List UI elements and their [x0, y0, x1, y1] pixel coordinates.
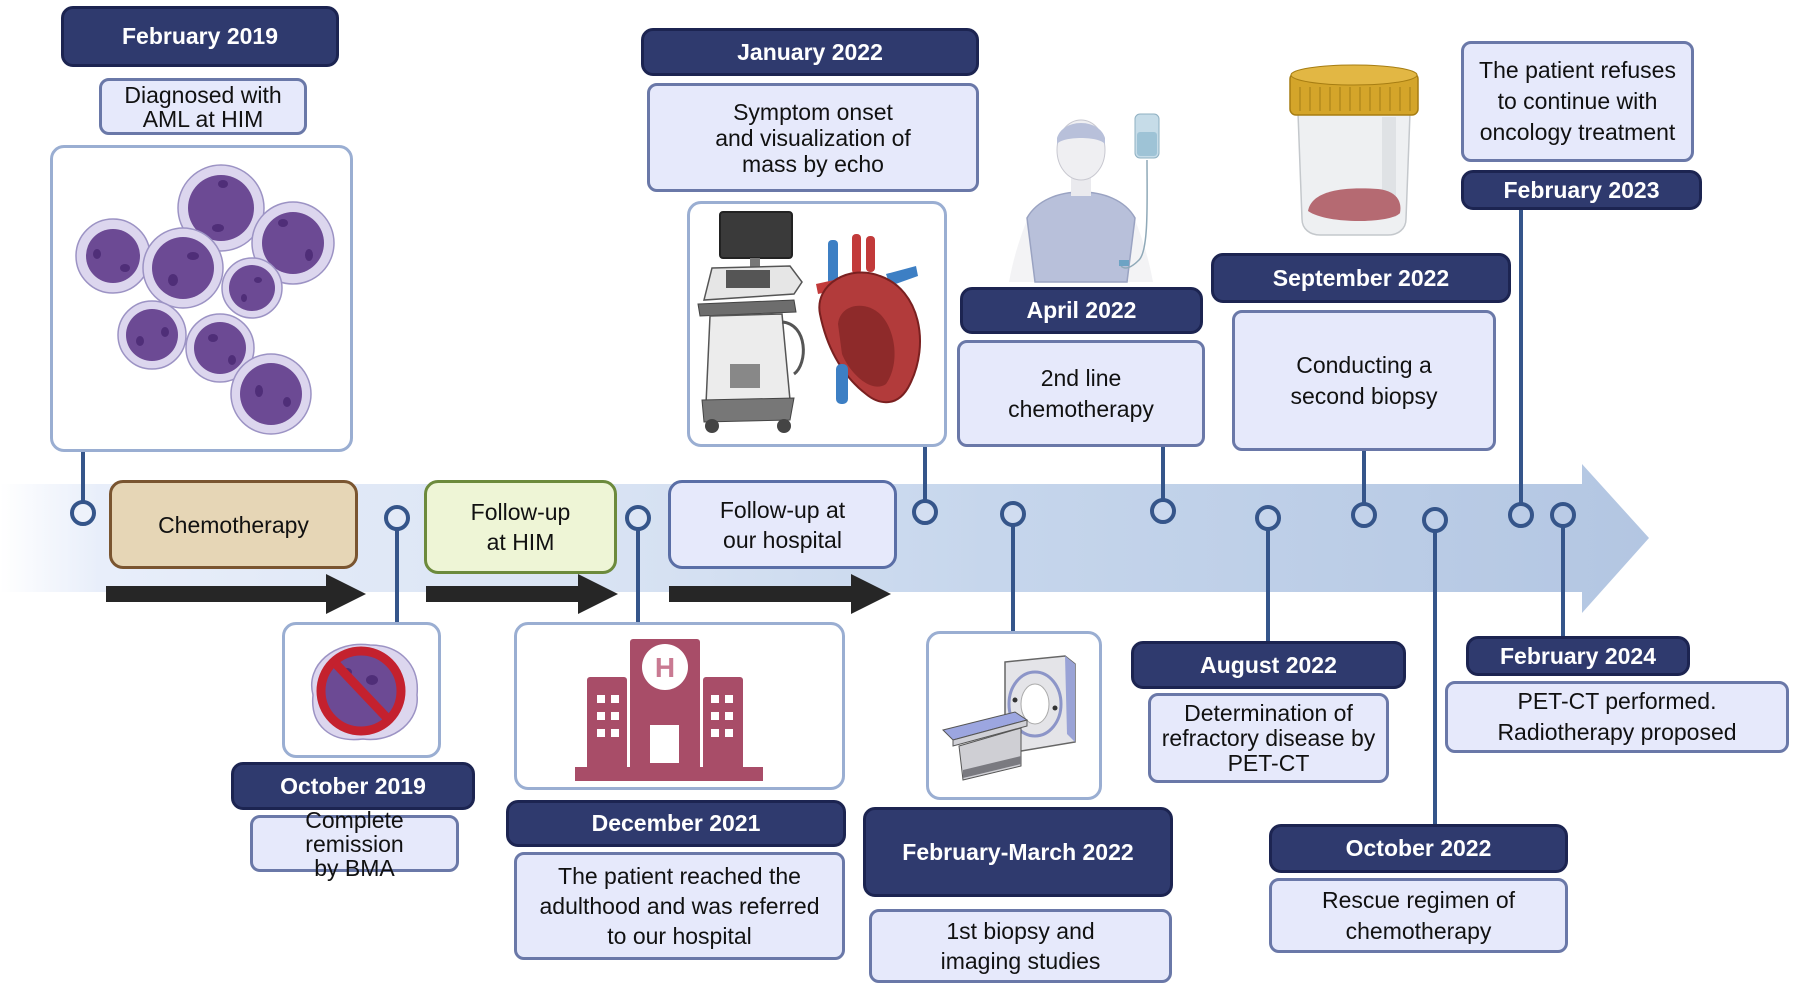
event-dec2021-description: The patient reached the adulthood and wa… [514, 852, 845, 960]
phase-followup-our-hospital: Follow-up at our hospital [668, 480, 897, 569]
event-aug2022-date-text: August 2022 [1200, 651, 1337, 678]
event-oct2022-description: Rescue regimen of chemotherapy [1269, 878, 1568, 953]
event-jan2022-description: Symptom onset and visualization of mass … [647, 83, 979, 192]
connector-feb2024 [1550, 502, 1576, 636]
event-feb2024-date: February 2024 [1466, 636, 1690, 676]
connector-feb2023 [1508, 210, 1534, 528]
event-oct2019-text: Complete remission by BMA [305, 806, 404, 881]
followup-ours-progress-arrow [669, 574, 891, 614]
event-oct2019-description: Complete remission by BMA [250, 808, 459, 880]
event-feb2019-date: February 2019 [61, 6, 339, 67]
biopsy-jar-icon [1289, 64, 1419, 236]
event-jan2022-date-text: January 2022 [737, 38, 883, 65]
event-jan2022-image [687, 201, 947, 447]
event-apr2022-description: 2nd line chemotherapy [957, 340, 1205, 447]
phase-followup-him: Follow-up at HIM [424, 480, 617, 574]
connector-oct2022 [1422, 507, 1448, 824]
patient-iv-drip-icon [1009, 113, 1160, 283]
ultrasound-machine-icon [697, 211, 805, 433]
event-feb2023-text: The patient refuses to continue with onc… [1479, 57, 1676, 145]
event-feb2023-description: The patient refuses to continue with onc… [1461, 41, 1694, 162]
event-feb2019-date-text: February 2019 [122, 23, 278, 49]
followup-him-progress-arrow [426, 574, 618, 614]
chemo-progress-arrow [106, 574, 366, 614]
event-feb2019-image [50, 145, 353, 452]
phase-followup-our-hospital-label: Follow-up at our hospital [719, 496, 846, 553]
phase-followup-him-label: Follow-up at HIM [470, 499, 571, 555]
event-oct2019-image [282, 622, 441, 758]
connector-jan2022 [912, 447, 938, 525]
event-feb2024-date-text: February 2024 [1500, 642, 1656, 669]
connector-oct2019 [384, 505, 410, 622]
ct-scanner-icon [942, 655, 1076, 781]
event-dec2021-image: H [514, 622, 845, 790]
connector-aug2022 [1255, 505, 1281, 641]
event-oct2022-date: October 2022 [1269, 824, 1568, 873]
no-cancer-cell-icon [310, 643, 418, 741]
event-feb2019-text: Diagnosed with AML at HIM [124, 81, 282, 132]
echocardiography-heart-icon [697, 211, 921, 433]
event-oct2022-date-text: October 2022 [1345, 835, 1492, 861]
event-feb2019-description: Diagnosed with AML at HIM [99, 78, 307, 135]
leukemia-cells-icon [75, 164, 335, 435]
event-oct2022-text: Rescue regimen of chemotherapy [1321, 886, 1516, 944]
event-febmar2022-description: 1st biopsy and imaging studies [869, 909, 1172, 983]
progress-arrows [106, 574, 891, 614]
event-oct2019-date: October 2019 [231, 762, 475, 810]
hospital-icon: H [575, 639, 763, 781]
event-apr2022-date-text: April 2022 [1026, 297, 1137, 323]
event-dec2021-date: December 2021 [506, 800, 846, 847]
event-jan2022-date: January 2022 [641, 28, 979, 76]
event-apr2022-text: 2nd line chemotherapy [1008, 364, 1154, 422]
event-sep2022-date-text: September 2022 [1272, 264, 1450, 291]
phase-chemotherapy: Chemotherapy [109, 480, 358, 569]
event-feb2023-date: February 2023 [1461, 170, 1702, 210]
event-dec2021-text: The patient reached the adulthood and wa… [539, 863, 820, 949]
event-feb2024-text: PET-CT performed. Radiotherapy proposed [1497, 688, 1737, 745]
connector-febmar2022 [1000, 501, 1026, 631]
event-jan2022-text: Symptom onset and visualization of mass … [715, 98, 911, 177]
connector-apr2022 [1150, 447, 1176, 524]
event-aug2022-description: Determination of refractory disease by P… [1148, 693, 1389, 783]
event-dec2021-date-text: December 2021 [591, 810, 761, 836]
event-feb2024-description: PET-CT performed. Radiotherapy proposed [1445, 681, 1789, 753]
event-febmar2022-text: 1st biopsy and imaging studies [940, 918, 1101, 974]
connector-dec2021 [625, 505, 651, 622]
event-febmar2022-image [926, 631, 1102, 800]
connector-feb2019 [70, 452, 96, 526]
event-febmar2022-date: February-March 2022 [863, 807, 1173, 897]
heart-icon [816, 234, 921, 404]
hospital-letter: H [655, 652, 675, 683]
phase-chemotherapy-label: Chemotherapy [158, 511, 309, 538]
event-apr2022-date: April 2022 [960, 287, 1203, 334]
event-sep2022-description: Conducting a second biopsy [1232, 310, 1496, 451]
connector-sep2022 [1351, 451, 1377, 528]
event-feb2023-date-text: February 2023 [1503, 176, 1660, 203]
event-aug2022-date: August 2022 [1131, 641, 1406, 689]
event-febmar2022-date-text: February-March 2022 [902, 838, 1134, 865]
event-oct2019-date-text: October 2019 [280, 772, 426, 799]
event-sep2022-date: September 2022 [1211, 253, 1511, 303]
event-sep2022-text: Conducting a second biopsy [1290, 351, 1438, 409]
event-aug2022-text: Determination of refractory disease by P… [1161, 699, 1376, 776]
